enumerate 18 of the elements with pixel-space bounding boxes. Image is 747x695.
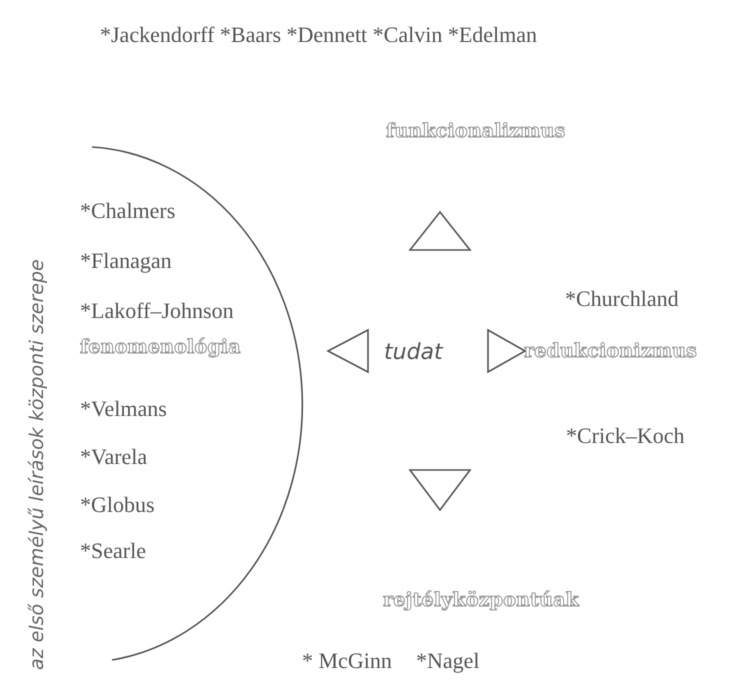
author-name: *Churchland <box>565 286 679 312</box>
author-name: *Chalmers <box>80 198 176 224</box>
school-label: funkcionalizmus <box>386 120 566 143</box>
author-name: *Velmans <box>80 396 167 422</box>
center-label: tudat <box>384 340 443 366</box>
author-name: *Crick–Koch <box>566 423 685 450</box>
author-name: *Searle <box>80 538 146 564</box>
author-name: *Lakoff–Johnson <box>80 298 234 324</box>
author-name: *Globus <box>80 492 155 518</box>
author-list: *Jackendorff *Baars *Dennett *Calvin *Edelman <box>100 22 538 48</box>
school-label: rejtélyközpontúak <box>383 589 579 612</box>
school-label: redukcionizmus <box>524 340 698 363</box>
author-name: * McGinn <box>302 648 392 674</box>
author-name: *Nagel <box>416 648 480 674</box>
vertical-caption: az első személyű leírások központi szerepe <box>26 259 49 670</box>
school-label: fenomenológia <box>80 336 241 359</box>
author-name: *Flanagan <box>80 248 172 274</box>
author-name: *Varela <box>80 444 148 470</box>
